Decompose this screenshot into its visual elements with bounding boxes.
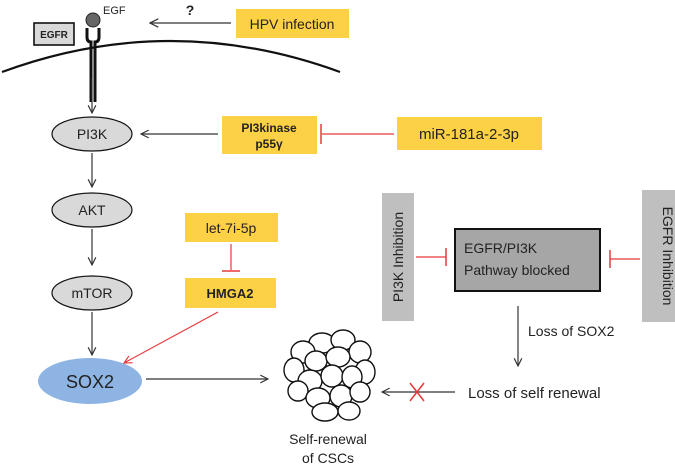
unknown-link-question-mark: ? (186, 2, 195, 18)
self-renewal-label-line1: Self-renewal (289, 431, 367, 447)
hmga2-label: HMGA2 (207, 286, 254, 301)
pathway-blocked-line1: EGFR/PI3K (464, 240, 538, 256)
hmga2-box (185, 278, 276, 308)
pi3kinase-p55-box (222, 116, 317, 154)
egf-ligand (85, 12, 101, 28)
pi3kinase-label-line2: p55γ (255, 137, 283, 151)
pi3k-inhibition-box (382, 193, 414, 321)
receptor-right-arm (93, 28, 101, 102)
sox2-label: SOX2 (66, 372, 114, 392)
hpv-infection-label: HPV infection (250, 16, 335, 32)
egfr-receptor: EGFR EGF (33, 5, 126, 102)
pi3k-label: PI3K (77, 126, 108, 142)
pathway-blocked-box (454, 228, 601, 292)
egfr-inhibition-box (642, 190, 675, 322)
loss-of-sox2-label: Loss of SOX2 (528, 323, 615, 339)
hmga2-to-sox2-arrow (124, 311, 219, 363)
self-renewal-label-line2: of CSCs (302, 450, 354, 466)
mirna-box (397, 117, 542, 150)
cell-membrane (1, 39, 341, 74)
sox2-node (38, 358, 142, 404)
egfr-label: EGFR (40, 30, 69, 41)
pi3k-inhibition-label: PI3K Inhibition (390, 212, 406, 302)
csc-cluster-icon (283, 329, 376, 422)
akt-label: AKT (78, 202, 106, 218)
blocked-cross-icon (409, 382, 425, 402)
pi3k-node (51, 116, 133, 152)
let7-box (185, 213, 278, 242)
receptor-left-arm (85, 28, 93, 102)
egfr-inhibition-label: EGFR Inhibition (660, 207, 675, 306)
let7-label: let-7i-5p (206, 220, 257, 236)
mtor-node (51, 275, 133, 311)
mirna-label: miR-181a-2-3p (419, 126, 519, 143)
akt-node (51, 192, 133, 228)
pathway-blocked-line2: Pathway blocked (464, 262, 570, 278)
pi3kinase-label-line1: PI3kinase (241, 121, 297, 135)
mtor-label: mTOR (72, 285, 113, 301)
egfr-label-box (33, 22, 75, 46)
loss-of-self-renewal-label: Loss of self renewal (468, 385, 601, 402)
hpv-infection-box (236, 9, 349, 38)
egf-label: EGF (103, 5, 126, 17)
